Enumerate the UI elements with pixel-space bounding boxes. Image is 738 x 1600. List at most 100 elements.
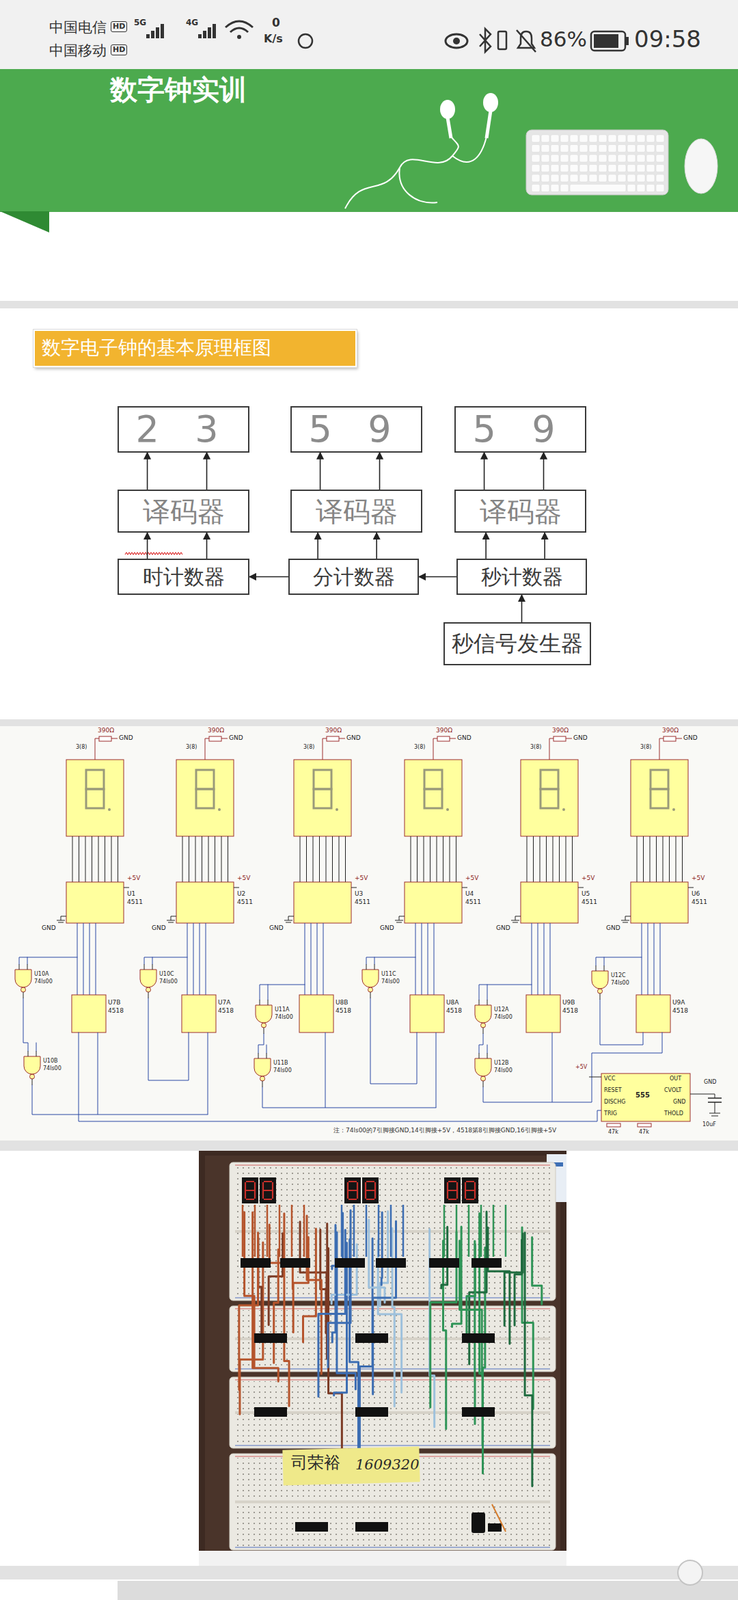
led-display (259, 1176, 277, 1203)
keyboard-key (598, 144, 607, 153)
part-reference: U12C (610, 971, 626, 978)
bus-wire (537, 922, 539, 995)
keyboard-key (569, 184, 626, 193)
timer-chip (601, 1072, 691, 1121)
jumper-wire (254, 1204, 257, 1256)
keyboard-key (627, 174, 636, 182)
decimal-point (672, 807, 676, 811)
jumper-wire (278, 1204, 281, 1256)
part-number: 74ls00 (43, 1064, 62, 1071)
bus-wire (660, 922, 661, 995)
power-rail (235, 1164, 551, 1166)
pin-lead (595, 964, 597, 971)
arrow-connector (146, 452, 149, 490)
led-segments (447, 1180, 458, 1199)
jumper-wire (274, 1248, 279, 1362)
pin-lead (325, 835, 327, 882)
reset-wire (325, 1031, 326, 1107)
pin-lead (23, 991, 24, 998)
keyboard-key (579, 134, 588, 143)
power-label: +5V (581, 873, 595, 881)
part-reference: U5 (581, 889, 590, 897)
mouse (684, 138, 718, 194)
header-band (0, 69, 738, 212)
pin-number: 3(8) (640, 743, 652, 750)
counter-chip (410, 994, 445, 1032)
pin-lead (374, 963, 376, 969)
lead (205, 738, 206, 760)
signal-wire (266, 1044, 268, 1053)
clock-wire (148, 997, 189, 1080)
jumper-wire (455, 1204, 458, 1256)
segment-outline (424, 788, 443, 808)
keyboard-key (550, 174, 559, 182)
schematic-ground (0, 725, 738, 1140)
bus-wire (77, 922, 78, 995)
keyboard (526, 129, 669, 195)
reset-wire (262, 1086, 436, 1107)
pin-lead (111, 835, 113, 882)
part-number: 555 (635, 1090, 650, 1099)
pin-lead (552, 835, 554, 882)
part-reference: U6 (691, 889, 700, 897)
jumper-wire (241, 1204, 244, 1256)
pin-lead (259, 999, 261, 1005)
ground-label: GND (683, 733, 698, 741)
seven-segment-display (66, 759, 124, 836)
jumper-wire (244, 1211, 255, 1366)
bus-wire (187, 922, 188, 995)
decoder-box: 译码器 (290, 489, 423, 533)
segment-outline (86, 788, 104, 808)
signal-wire (259, 984, 305, 1000)
keyboard-key (589, 154, 598, 162)
pin-lead (258, 1052, 259, 1058)
pin-lead (487, 999, 488, 1005)
jumper-wire (268, 1232, 283, 1325)
pin-lead (32, 1078, 33, 1085)
decoder-chip (176, 881, 234, 923)
bus-wire (310, 922, 312, 995)
ic-chip (461, 1332, 495, 1343)
keyboard-key (541, 174, 550, 182)
part-reference: U2 (237, 889, 246, 897)
pin-number: 3(8) (530, 743, 542, 750)
part-reference: U10C (159, 970, 175, 977)
pin-name: TRIG (604, 1109, 618, 1116)
pin-name: DISCHG (604, 1098, 626, 1105)
jumper-wire (504, 1204, 508, 1256)
keyboard-key (589, 134, 598, 143)
led-segments (365, 1180, 376, 1199)
decoder-chip (520, 881, 579, 923)
arrow-connector (319, 452, 322, 490)
resistor-value: 390Ω (325, 726, 342, 734)
arrow-connector (146, 532, 149, 559)
pin-lead (533, 835, 534, 882)
keyboard-key (560, 174, 569, 182)
keyboard-key (569, 134, 579, 143)
pin-lead (429, 835, 431, 882)
handwritten-number: 1609320 (355, 1455, 420, 1472)
part-number: 74ls00 (494, 1066, 513, 1073)
part-number: 74ls00 (381, 977, 400, 984)
pin-lead (410, 835, 412, 882)
power-label: +5V (465, 873, 479, 881)
bus-wire (550, 922, 551, 995)
keyboard-key (636, 154, 646, 162)
counter-box: 秒计数器 (456, 558, 587, 595)
keyboard-key (550, 134, 559, 143)
inverter-bubble (368, 986, 374, 992)
header-flap (0, 211, 50, 233)
keyboard-key (627, 184, 636, 193)
keyboard-key (569, 144, 579, 153)
counter-chip (299, 994, 334, 1032)
ground-symbol (166, 919, 175, 921)
pin-lead (487, 1052, 488, 1058)
part-number: 4518 (562, 1006, 579, 1014)
bus-wire (421, 922, 423, 995)
lead (94, 738, 100, 739)
arrow-connector (483, 452, 486, 490)
box-text: 秒信号发生器 (451, 631, 583, 656)
jumper-wire (390, 1204, 393, 1256)
